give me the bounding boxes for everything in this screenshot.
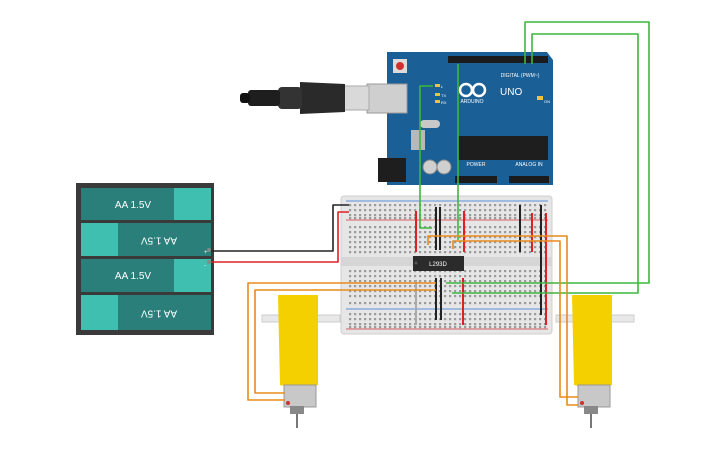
battery-cell-2: AA 1.5V	[81, 223, 211, 256]
wire-green-long-2	[452, 33, 639, 294]
infinity-logo-icon	[458, 82, 487, 98]
battery-cell-2-label: AA 1.5V	[141, 234, 177, 245]
usb-cable-icon	[240, 82, 370, 114]
l293d-chip[interactable]: L293D	[413, 256, 464, 271]
dc-motor-right[interactable]	[555, 295, 635, 428]
power-label: POWER	[467, 162, 486, 168]
wire-orange-right-2	[452, 240, 578, 398]
arduino-model: UNO	[500, 87, 522, 98]
battery-cell-1-label: AA 1.5V	[115, 200, 151, 211]
analog-label: ANALOG IN	[515, 162, 543, 168]
breadboard-jumpers	[415, 205, 547, 325]
battery-cell-3-label: AA 1.5V	[115, 271, 151, 282]
tx-label: TX	[441, 93, 446, 98]
battery-cell-1: AA 1.5V	[81, 188, 211, 220]
arduino-uno-board[interactable]: DIGITAL (PWM~) ARDUINO UNO TX RX L ON PO…	[366, 52, 553, 185]
battery-cell-3: AA 1.5V	[81, 259, 211, 292]
on-label: ON	[544, 99, 550, 104]
rx-label: RX	[441, 100, 447, 105]
wire-battery-black	[211, 204, 349, 252]
battery-cell-4: AA 1.5V	[81, 295, 211, 330]
dc-motor-left[interactable]	[261, 295, 341, 428]
battery-minus-sign: -	[204, 263, 206, 269]
wire-green-long-1	[446, 21, 650, 284]
battery-plus-sign: +	[204, 250, 208, 256]
wire-battery-red	[211, 211, 349, 263]
wires	[211, 21, 650, 406]
wire-green-b	[419, 85, 433, 229]
l-label: L	[441, 84, 444, 89]
battery-pack[interactable]: AA 1.5V AA 1.5V AA 1.5V AA 1.5V + -	[76, 183, 214, 335]
chip-label: L293D	[429, 262, 447, 268]
wire-orange-left-2	[254, 289, 436, 394]
digital-label: DIGITAL (PWM~)	[501, 73, 540, 79]
arduino-logo-text: ARDUINO	[460, 99, 483, 105]
wire-orange-right-1	[427, 235, 578, 406]
wire-orange-left-1	[247, 282, 436, 401]
battery-cell-4-label: AA 1.5V	[141, 307, 177, 318]
